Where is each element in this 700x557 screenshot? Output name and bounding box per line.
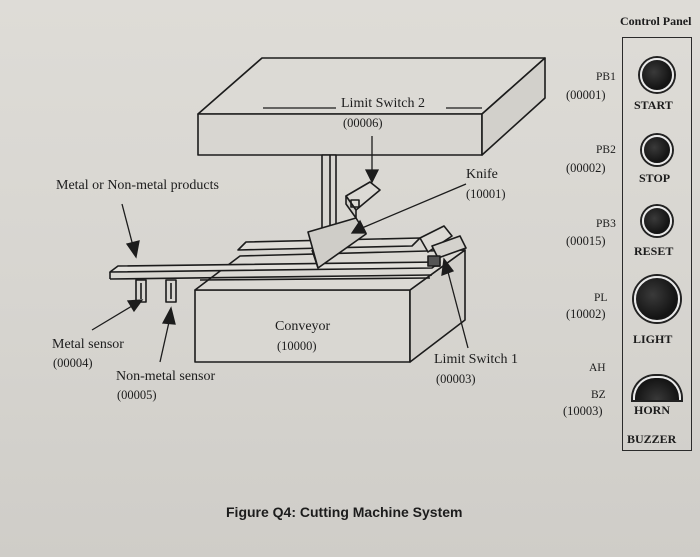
pb1-tag: PB1 xyxy=(596,71,616,83)
buzzer-label: BUZZER xyxy=(627,432,677,446)
pb1-code: (00001) xyxy=(566,88,606,102)
pb3-tag: PB3 xyxy=(596,218,616,230)
arrow-metal-sensor xyxy=(91,299,144,331)
limit-switch-2-block xyxy=(345,181,381,219)
arrow-limit-switch-1 xyxy=(441,257,469,349)
reset-label: RESET xyxy=(634,244,674,258)
arrow-products xyxy=(121,203,140,259)
nonmetal-sensor-code: (00005) xyxy=(117,388,157,402)
conveyor-code: (10000) xyxy=(277,339,317,353)
light-label: LIGHT xyxy=(633,332,673,346)
knife-blade xyxy=(307,217,367,269)
pb2-tag: PB2 xyxy=(596,144,616,156)
limit-switch-1-block xyxy=(419,225,467,267)
knife-code: (10001) xyxy=(466,187,506,201)
arrow-knife xyxy=(350,183,467,234)
light-lamp xyxy=(634,276,680,322)
metal-sensor-shape xyxy=(135,279,147,303)
start-label: START xyxy=(634,98,673,112)
ah-tag: AH xyxy=(589,362,606,374)
control-panel-title: Control Panel xyxy=(620,14,692,28)
limit-switch-1-label: Limit Switch 1 xyxy=(434,352,518,367)
overhead-beam xyxy=(197,57,546,156)
nonmetal-sensor-shape xyxy=(165,279,177,303)
limit-switch-1-code: (00003) xyxy=(436,372,476,386)
metal-sensor-code: (00004) xyxy=(53,356,93,370)
nonmetal-sensor-label: Non-metal sensor xyxy=(116,369,216,384)
horn-label: HORN xyxy=(634,403,670,417)
products-label: Metal or Non-metal products xyxy=(56,178,219,193)
reset-button[interactable] xyxy=(642,206,672,236)
stop-button[interactable] xyxy=(642,135,672,165)
conveyor-label: Conveyor xyxy=(275,319,331,334)
bz-code: (10003) xyxy=(563,404,603,418)
limit-switch-2-code: (00006) xyxy=(343,116,383,130)
pb3-code: (00015) xyxy=(566,234,606,248)
stop-label: STOP xyxy=(639,171,671,185)
knife-label: Knife xyxy=(466,167,498,182)
start-button[interactable] xyxy=(640,58,674,92)
pb2-code: (00002) xyxy=(566,161,606,175)
pl-tag: PL xyxy=(594,292,608,304)
arrow-nonmetal-sensor xyxy=(159,306,176,363)
control-panel-box xyxy=(622,37,692,451)
bz-tag: BZ xyxy=(591,389,606,401)
metal-sensor-label: Metal sensor xyxy=(52,337,124,352)
arrow-limit-switch-2 xyxy=(263,107,482,184)
figure-caption: Figure Q4: Cutting Machine System xyxy=(226,504,463,520)
support-post xyxy=(321,154,337,234)
pl-code: (10002) xyxy=(566,307,606,321)
limit-switch-2-label: Limit Switch 2 xyxy=(341,96,425,111)
